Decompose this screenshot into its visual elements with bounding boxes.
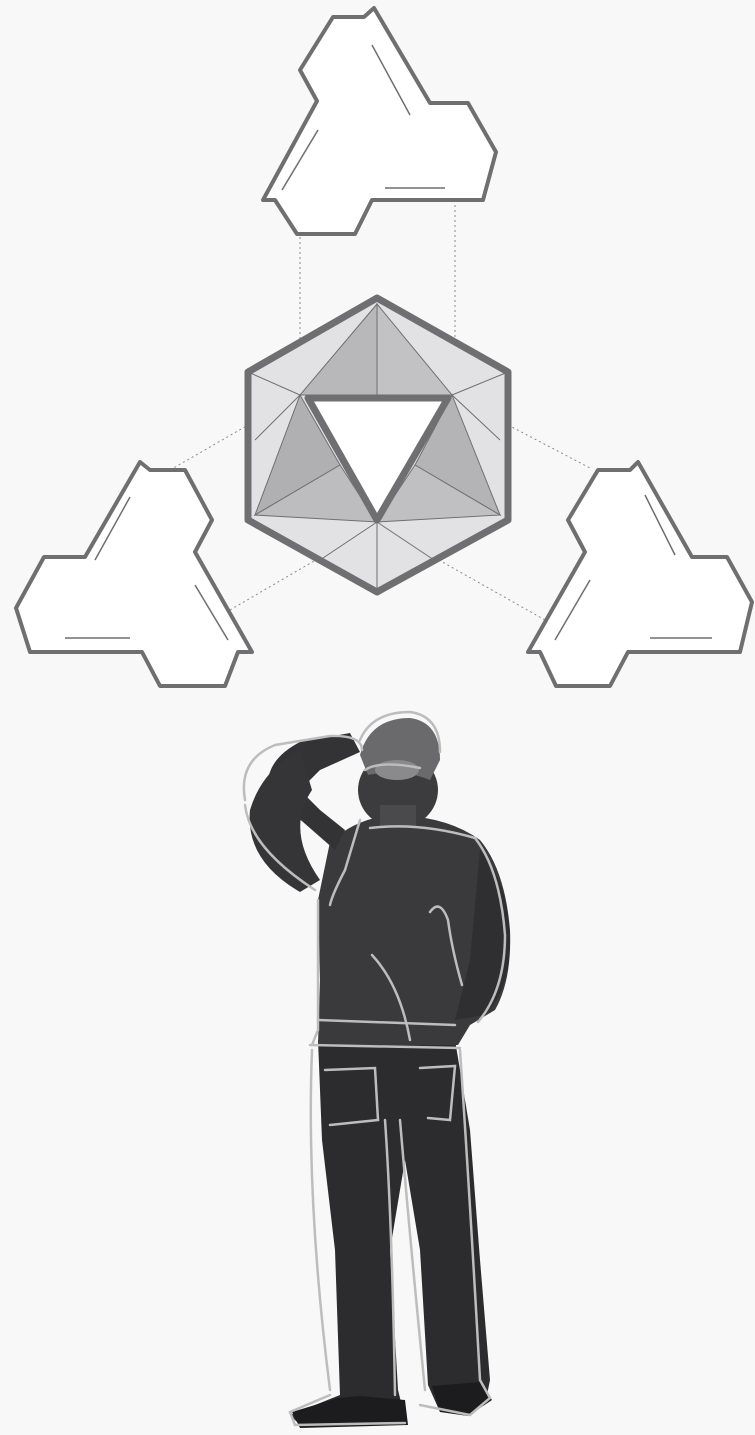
right-panel [528, 462, 752, 686]
panel-outline [263, 8, 496, 234]
panel-outline [528, 462, 752, 686]
panel-outline [16, 462, 252, 686]
connector-line [508, 425, 590, 468]
connector-line [170, 425, 248, 470]
core-hexagon [248, 298, 508, 592]
left-panel [16, 462, 252, 686]
person-neck [380, 805, 416, 827]
top-panel [263, 8, 496, 234]
person-figure [244, 712, 510, 1428]
connector-line [430, 555, 545, 620]
outline-stroke [312, 900, 318, 1045]
person-cap-band [375, 760, 419, 780]
